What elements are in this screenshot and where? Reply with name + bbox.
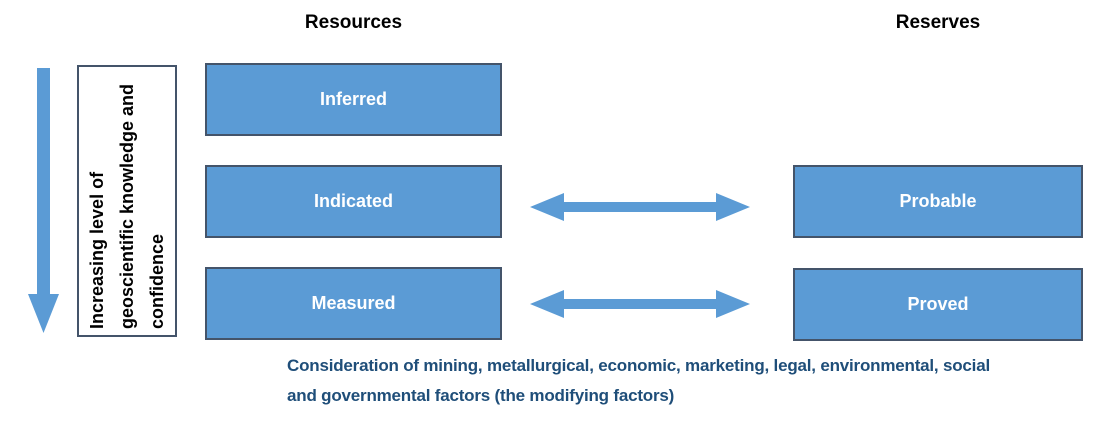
knowledge-axis-label: Increasing level of geoscientific knowle… (87, 83, 167, 329)
resource-box-inferred: Inferred (205, 63, 502, 136)
double-arrow-icon-indicated-probable (530, 193, 750, 221)
reserve-box-proved: Proved (793, 268, 1083, 341)
knowledge-axis-box: Increasing level of geoscientific knowle… (77, 65, 177, 337)
resource-box-indicated: Indicated (205, 165, 502, 238)
resources-heading: Resources (304, 12, 403, 33)
modifying-factors-caption: Consideration of mining, metallurgical, … (287, 356, 990, 405)
reserve-box-probable-label: Probable (899, 191, 977, 211)
resource-box-measured: Measured (205, 267, 502, 340)
resource-box-measured-label: Measured (311, 293, 396, 313)
reserves-heading: Reserves (895, 12, 981, 33)
double-arrow-icon-measured-proved (530, 290, 750, 318)
reserve-box-proved-label: Proved (907, 294, 969, 314)
resource-box-indicated-label: Indicated (313, 191, 393, 211)
resource-box-inferred-label: Inferred (319, 89, 388, 109)
down-arrow-icon (28, 68, 59, 333)
reserve-box-probable: Probable (793, 165, 1083, 238)
